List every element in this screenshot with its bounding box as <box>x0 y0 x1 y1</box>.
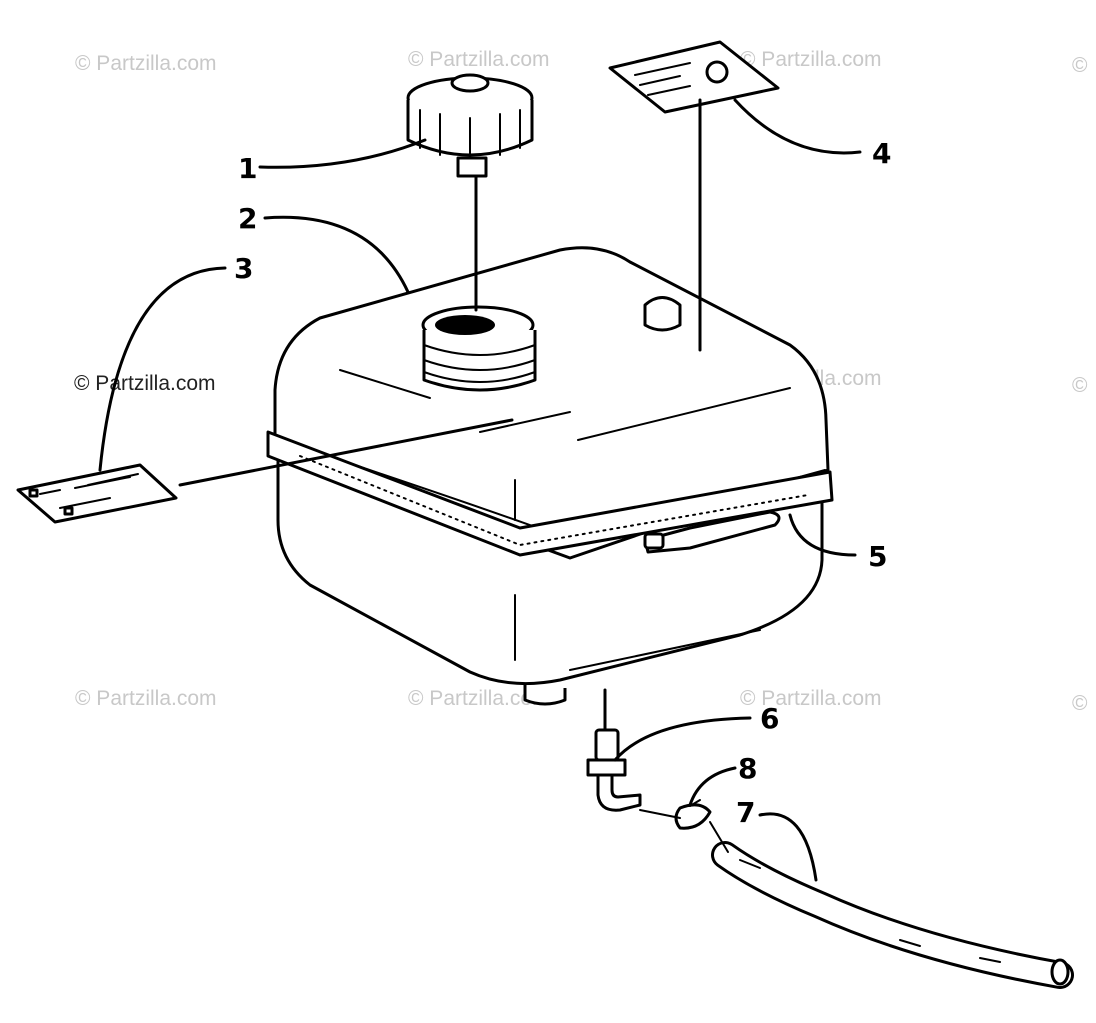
watermark-text: © Partzilla.com <box>408 687 550 710</box>
callout-numbers: 1 2 3 4 5 6 7 8 <box>234 137 891 829</box>
oil-hose <box>711 841 1074 989</box>
watermark-text: © Partzilla.com <box>408 48 550 71</box>
watermark-text: © Partzilla.com <box>75 52 217 75</box>
callout-6: 6 <box>760 702 779 735</box>
callout-2: 2 <box>238 202 257 235</box>
watermark-text-dark: © Partzilla.com <box>74 372 216 395</box>
hose-clamp <box>674 799 712 830</box>
callout-4: 4 <box>872 137 891 170</box>
oil-tank <box>266 246 834 706</box>
watermark-text: © Partzilla.com <box>75 687 217 710</box>
watermark-text: © <box>1072 374 1088 397</box>
callout-5: 5 <box>868 540 887 573</box>
watermark-text: © <box>1072 54 1088 77</box>
elbow-fitting <box>586 728 642 812</box>
filler-cap <box>406 73 534 178</box>
callout-7: 7 <box>736 796 755 829</box>
warning-decal <box>608 40 780 114</box>
watermark-text: © <box>1072 692 1088 715</box>
watermarks: © Partzilla.com © Partzilla.com © Partzi… <box>74 48 1088 715</box>
callout-1: 1 <box>238 152 257 185</box>
callout-3: 3 <box>234 252 253 285</box>
watermark-text: © Partzilla.com <box>740 687 882 710</box>
instruction-decal <box>16 463 178 524</box>
leader-lines <box>98 98 862 882</box>
watermark-text: © Partzilla.com <box>740 48 882 71</box>
callout-8: 8 <box>738 752 757 785</box>
